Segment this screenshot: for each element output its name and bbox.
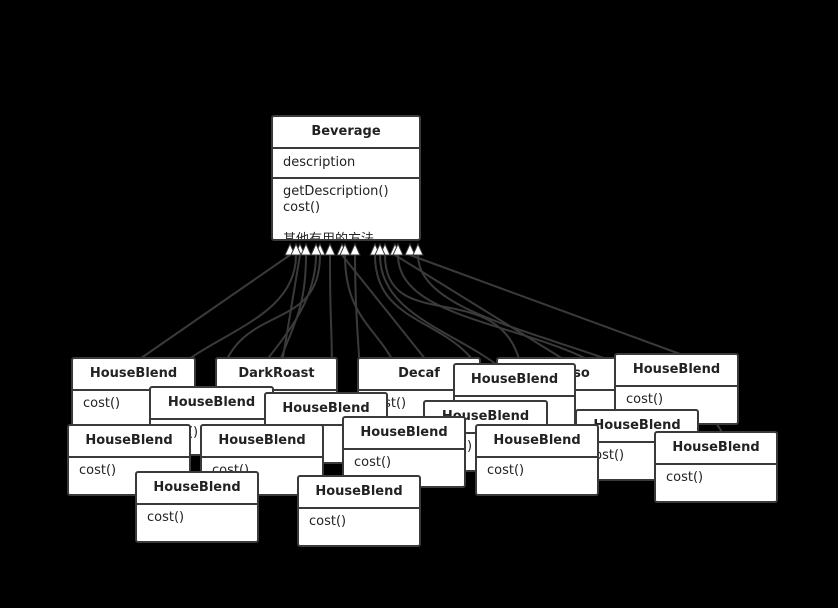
subclass-method: cost() bbox=[487, 463, 525, 478]
beverage-class-name: Beverage bbox=[273, 117, 419, 149]
inheritance-arrowhead bbox=[300, 242, 312, 256]
subclass-name: DarkRoast bbox=[217, 359, 336, 391]
subclass-name: HouseBlend bbox=[73, 359, 194, 391]
subclass-name: HouseBlend bbox=[477, 426, 597, 458]
beverage-attribute: description bbox=[273, 149, 419, 179]
method-other-useful: 其他有用的方法 bbox=[283, 232, 375, 241]
subclass-method: cost() bbox=[83, 396, 121, 411]
subclass-name: HouseBlend bbox=[455, 365, 574, 397]
beverage-class[interactable]: Beverage description getDescription() co… bbox=[271, 115, 421, 241]
subclass-name: HouseBlend bbox=[266, 394, 386, 426]
subclass-name: HouseBlend bbox=[656, 433, 776, 465]
beverage-methods: getDescription() cost() 其他有用的方法 bbox=[273, 179, 419, 241]
inheritance-arrowhead bbox=[339, 242, 351, 256]
inheritance-arrowhead bbox=[310, 242, 322, 256]
subclass-box[interactable]: HouseBlend cost() bbox=[654, 431, 778, 503]
subclass-name: HouseBlend bbox=[202, 426, 322, 458]
inheritance-arrowhead bbox=[290, 242, 302, 256]
method-blank bbox=[283, 216, 409, 232]
subclass-name: HouseBlend bbox=[299, 477, 419, 509]
inheritance-arrowhead bbox=[324, 242, 336, 256]
inheritance-arrowhead bbox=[349, 242, 361, 256]
subclass-method: cost() bbox=[79, 463, 117, 478]
subclass-box[interactable]: HouseBlend cost() bbox=[135, 471, 259, 543]
subclass-name: Decaf bbox=[359, 359, 479, 391]
method-get-description: getDescription() bbox=[283, 184, 389, 199]
subclass-method: cost() bbox=[309, 514, 347, 529]
inheritance-edge bbox=[139, 254, 291, 360]
subclass-method: cost() bbox=[354, 455, 392, 470]
subclass-name: HouseBlend bbox=[344, 418, 464, 450]
inheritance-edge bbox=[394, 254, 564, 360]
inheritance-arrowhead bbox=[412, 242, 424, 256]
subclass-box[interactable]: HouseBlend cost() bbox=[475, 424, 599, 496]
inheritance-arrowhead bbox=[374, 242, 386, 256]
subclass-method: cost() bbox=[626, 392, 664, 407]
subclass-name: HouseBlend bbox=[69, 426, 189, 458]
inheritance-edge bbox=[409, 254, 684, 356]
inheritance-arrowhead bbox=[404, 242, 416, 256]
subclass-box[interactable]: HouseBlend cost() bbox=[297, 475, 421, 547]
subclass-name: HouseBlend bbox=[137, 473, 257, 505]
subclass-method: cost() bbox=[147, 510, 185, 525]
subclass-name: HouseBlend bbox=[151, 388, 272, 420]
inheritance-edge bbox=[281, 254, 301, 360]
subclass-name: HouseBlend bbox=[616, 355, 737, 387]
method-cost: cost() bbox=[283, 200, 321, 215]
subclass-method: cost() bbox=[666, 470, 704, 485]
inheritance-arrowhead bbox=[392, 242, 404, 256]
inheritance-edge bbox=[384, 254, 522, 366]
subclass-name: HouseBlend bbox=[577, 411, 697, 443]
